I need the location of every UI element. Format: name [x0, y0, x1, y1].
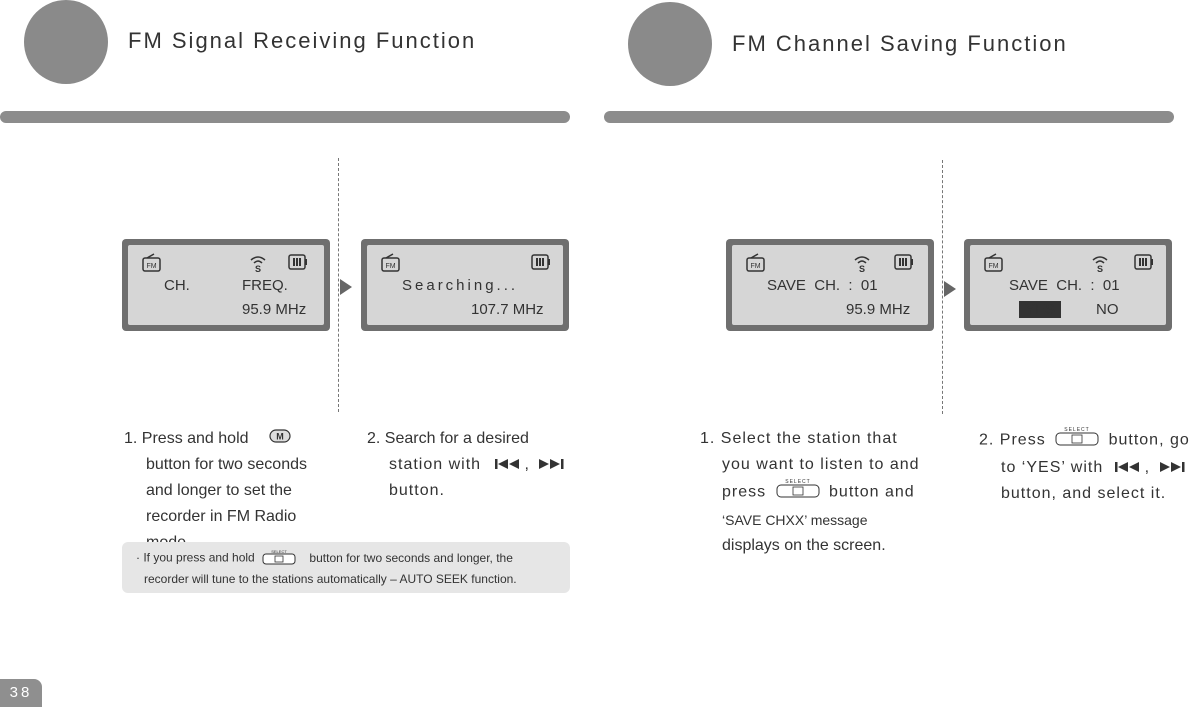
- fm-radio-icon: FM: [984, 253, 1004, 278]
- signal-icon: S: [1090, 253, 1110, 278]
- signal-icon: S: [852, 253, 872, 278]
- fast-forward-icon: [539, 452, 565, 478]
- step-text: 1. Select the station that: [700, 430, 898, 447]
- step-text: ,: [1144, 459, 1151, 477]
- svg-text:M: M: [276, 432, 284, 442]
- step-text: button.: [389, 482, 445, 500]
- section-circle-left: [24, 0, 108, 84]
- select-button-icon: SELECT: [262, 549, 296, 568]
- page-number: 38: [0, 679, 42, 707]
- note-text: button for two seconds and longer, the: [309, 550, 513, 565]
- divider-bar-left: [0, 111, 570, 123]
- lcd-freq-value: 95.9 MHz: [846, 301, 911, 318]
- svg-text:FM: FM: [385, 263, 395, 270]
- battery-icon: [288, 253, 308, 276]
- rewind-icon: [1114, 455, 1141, 481]
- instruction-step-2-left: 2. Search for a desired station with , b…: [367, 426, 569, 504]
- lcd-save-text: SAVE CH. : 01: [1009, 277, 1120, 294]
- section-title-left: FM Signal Receiving Function: [128, 28, 477, 53]
- step-text: to ‘YES’ with: [1001, 459, 1104, 477]
- lcd-display-confirm: FM S SAVE CH. : 01 YES NO: [964, 239, 1172, 331]
- fm-radio-icon: FM: [142, 253, 162, 278]
- step-text: ,: [524, 456, 530, 474]
- note-box: · If you press and hold SELECT button fo…: [122, 542, 570, 593]
- divider-bar-right: [604, 111, 1174, 123]
- lcd-freq-label: FREQ.: [242, 277, 288, 294]
- dashed-separator-left: [338, 158, 339, 412]
- svg-text:S: S: [255, 264, 261, 273]
- battery-icon: [531, 253, 551, 276]
- select-button-icon: SELECT: [776, 478, 820, 507]
- step-text: button and: [829, 483, 915, 501]
- svg-text:SELECT: SELECT: [785, 479, 810, 485]
- svg-text:S: S: [859, 264, 865, 273]
- step-text: 2. Search for a desired: [367, 430, 529, 447]
- instruction-step-2-right: 2. Press SELECT button, go to ‘YES’ with…: [979, 426, 1190, 507]
- note-text: recorder will tune to the stations autom…: [144, 572, 517, 586]
- instruction-step-1-right: 1. Select the station that you want to l…: [700, 426, 920, 559]
- lcd-display-save: FM S SAVE CH. : 01 95.9 MHz: [726, 239, 934, 331]
- step-text: press: [722, 483, 767, 501]
- step-text: you want to listen to and: [722, 456, 920, 473]
- svg-text:SELECT: SELECT: [271, 549, 287, 554]
- step-text: and longer to set the: [146, 482, 292, 500]
- step-text: recorder in FM Radio: [146, 508, 297, 526]
- arrow-right-icon: [340, 279, 352, 295]
- lcd-ch-label: CH.: [164, 277, 190, 294]
- fast-forward-icon: [1159, 455, 1186, 481]
- svg-text:FM: FM: [750, 263, 760, 270]
- fm-radio-icon: FM: [381, 253, 401, 278]
- battery-icon: [894, 253, 914, 276]
- lcd-display-freq: FM S CH. FREQ. 95.9 MHz: [122, 239, 330, 331]
- signal-icon: S: [248, 253, 268, 278]
- section-title-right: FM Channel Saving Function: [732, 31, 1068, 56]
- svg-text:SELECT: SELECT: [1064, 427, 1089, 433]
- note-text: · If you press and hold: [136, 550, 255, 565]
- step-text: button, go: [1108, 431, 1190, 449]
- step-text: 1. Press and hold: [124, 430, 249, 448]
- step-text: ‘SAVE CHXX’ message: [722, 512, 868, 528]
- fm-radio-icon: FM: [746, 253, 766, 278]
- instruction-step-1-left: 1. Press and hold M button for two secon…: [124, 426, 307, 556]
- lcd-freq-value: 107.7 MHz: [471, 301, 544, 318]
- step-text: button for two seconds: [146, 456, 307, 474]
- lcd-searching-text: Searching...: [402, 277, 519, 294]
- mode-button-icon: M: [269, 426, 291, 452]
- svg-text:FM: FM: [146, 263, 156, 270]
- step-text: button, and select it.: [1001, 485, 1167, 503]
- lcd-yes-option: YES: [1019, 301, 1062, 318]
- lcd-freq-value: 95.9 MHz: [242, 301, 307, 318]
- step-text: station with: [389, 456, 482, 474]
- section-circle-right: [628, 2, 712, 86]
- svg-text:S: S: [1097, 264, 1103, 273]
- lcd-no-option: NO: [1096, 301, 1119, 318]
- lcd-display-searching: FM Searching... 107.7 MHz: [361, 239, 569, 331]
- step-text: displays on the screen.: [722, 537, 886, 554]
- svg-text:FM: FM: [988, 263, 998, 270]
- dashed-separator-right: [942, 160, 943, 414]
- rewind-icon: [494, 452, 521, 478]
- step-text: 2. Press: [979, 431, 1046, 449]
- lcd-save-text: SAVE CH. : 01: [767, 277, 878, 294]
- arrow-right-icon: [944, 281, 956, 297]
- battery-icon: [1134, 253, 1154, 276]
- select-button-icon: SELECT: [1055, 426, 1099, 455]
